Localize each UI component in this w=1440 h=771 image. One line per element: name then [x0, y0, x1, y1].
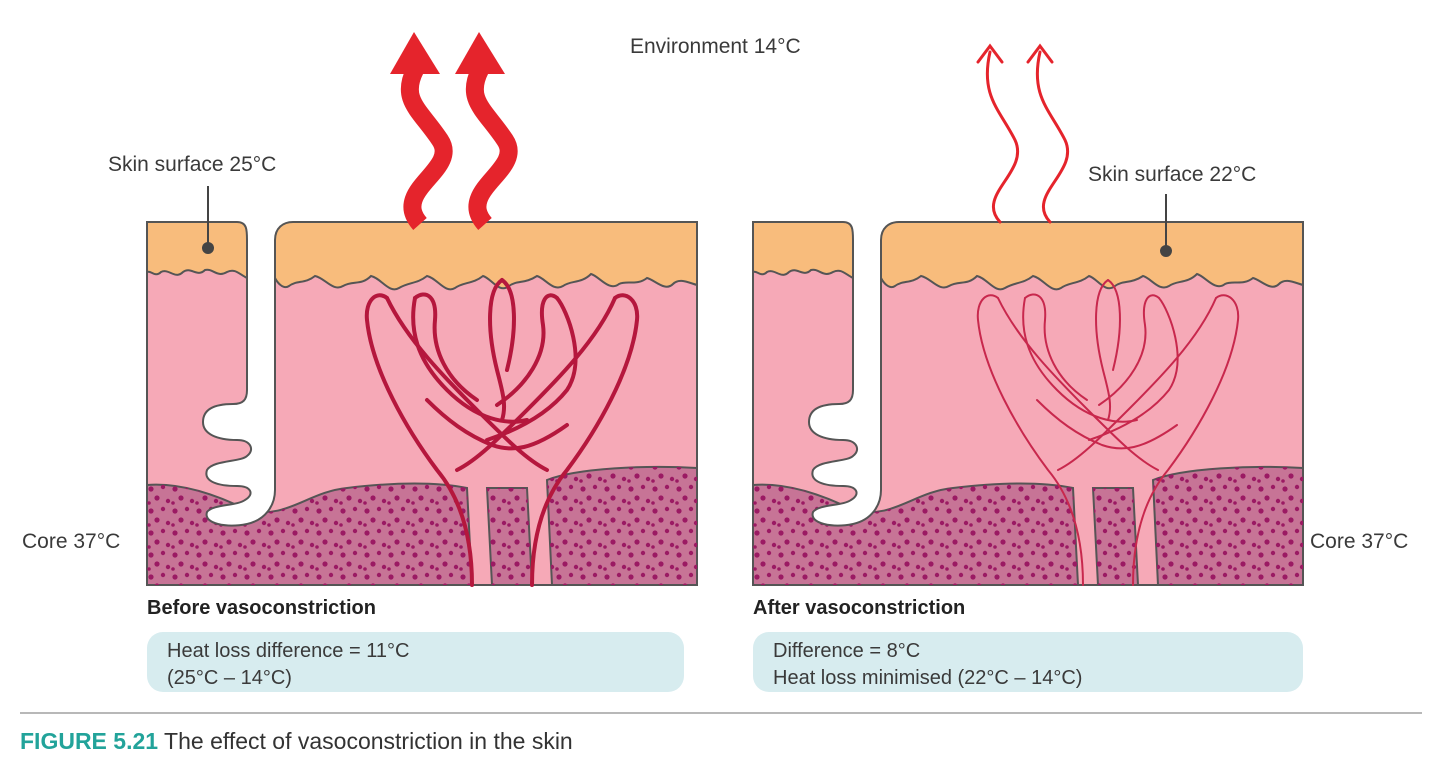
after-info-box: Difference = 8°C Heat loss minimised (22… [753, 632, 1303, 692]
after-info-line-1: Difference = 8°C [773, 640, 921, 662]
heat-arrowheads-small [976, 43, 1054, 64]
before-info-box: Heat loss difference = 11°C (25°C – 14°C… [147, 632, 684, 692]
right-skin-surface-label: Skin surface 22°C [1088, 163, 1257, 186]
figure-number: FIGURE 5.21 [20, 728, 159, 754]
before-info-line-1: Heat loss difference = 11°C [167, 640, 410, 662]
caption-divider [20, 712, 1422, 714]
left-skin-pointer [202, 186, 214, 254]
left-core-temperature-label: Core 37°C [22, 530, 121, 553]
right-skin-cross-section [752, 221, 1304, 586]
right-core-temperature-label: Core 37°C [1310, 530, 1409, 553]
after-info-line-2: Heat loss minimised (22°C – 14°C) [773, 667, 1083, 689]
right-skin-pointer [1160, 194, 1172, 257]
before-info-line-2: (25°C – 14°C) [167, 667, 292, 689]
figure-caption-text: The effect of vasoconstriction in the sk… [164, 728, 573, 754]
heat-loss-arrows-large [400, 65, 518, 230]
left-skin-cross-section [146, 221, 698, 587]
heat-arrowheads-large [390, 32, 505, 74]
after-panel-title: After vasoconstriction [753, 597, 966, 619]
left-skin-surface-label: Skin surface 25°C [108, 153, 277, 176]
environment-temperature-label: Environment 14°C [630, 35, 801, 58]
heat-loss-arrows-small [985, 50, 1069, 224]
before-panel-title: Before vasoconstriction [147, 597, 376, 619]
